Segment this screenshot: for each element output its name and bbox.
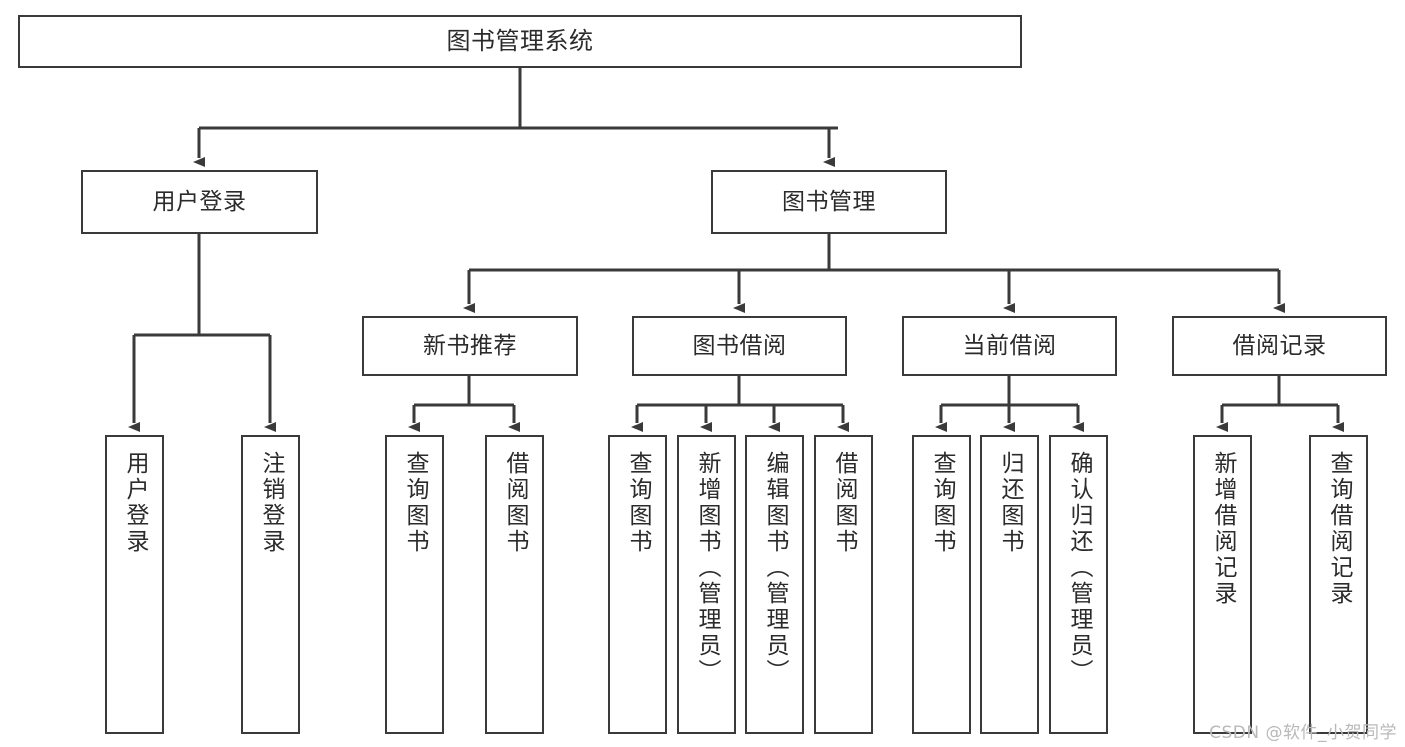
node-label: 当前借阅 <box>962 332 1057 359</box>
node-current-borrow[interactable]: 当前借阅 <box>902 316 1117 376</box>
leaf-borrow-book-recommend[interactable]: 借阅图书 <box>485 435 544 734</box>
node-label: 查询图书 <box>402 451 428 555</box>
leaf-user-login[interactable]: 用户登录 <box>105 435 164 734</box>
node-label: 编辑图书（管理员） <box>762 451 788 685</box>
node-label: 查询图书 <box>625 451 651 555</box>
node-root-system[interactable]: 图书管理系统 <box>18 15 1022 68</box>
node-label: 新书推荐 <box>423 332 517 359</box>
node-label: 图书借阅 <box>692 332 787 359</box>
leaf-query-borrow-record[interactable]: 查询借阅记录 <box>1309 435 1368 734</box>
node-book-manage[interactable]: 图书管理 <box>711 170 947 234</box>
node-label: 图书管理 <box>782 188 876 215</box>
node-label: 新增图书（管理员） <box>694 451 720 685</box>
leaf-logout-login[interactable]: 注销登录 <box>241 435 300 734</box>
node-book-borrow[interactable]: 图书借阅 <box>632 316 847 376</box>
node-label: 借阅记录 <box>1232 332 1327 359</box>
node-label: 图书管理系统 <box>446 26 594 55</box>
node-label: 查询图书 <box>929 451 955 555</box>
node-label: 确认归还（管理员） <box>1066 451 1092 685</box>
leaf-add-book-admin[interactable]: 新增图书（管理员） <box>677 435 736 734</box>
leaf-return-book[interactable]: 归还图书 <box>980 435 1039 734</box>
node-label: 新增借阅记录 <box>1210 451 1236 607</box>
node-borrow-record[interactable]: 借阅记录 <box>1172 316 1387 376</box>
node-label: 借阅图书 <box>831 451 857 555</box>
node-user-login[interactable]: 用户登录 <box>81 170 318 234</box>
node-new-book-recommend[interactable]: 新书推荐 <box>362 316 578 376</box>
leaf-query-book-current[interactable]: 查询图书 <box>912 435 971 734</box>
node-label: 用户登录 <box>152 188 247 215</box>
node-label: 查询借阅记录 <box>1326 451 1352 607</box>
node-label: 注销登录 <box>258 451 284 555</box>
node-label: 借阅图书 <box>502 451 528 555</box>
leaf-query-book-recommend[interactable]: 查询图书 <box>385 435 444 734</box>
node-label: 用户登录 <box>122 451 148 555</box>
leaf-edit-book-admin[interactable]: 编辑图书（管理员） <box>745 435 804 734</box>
leaf-borrow-book-borrow[interactable]: 借阅图书 <box>814 435 873 734</box>
leaf-add-borrow-record[interactable]: 新增借阅记录 <box>1193 435 1252 734</box>
leaf-confirm-return-admin[interactable]: 确认归还（管理员） <box>1049 435 1108 734</box>
node-label: 归还图书 <box>997 451 1023 555</box>
watermark-text: CSDN @软件_小贺同学 <box>1209 723 1397 743</box>
leaf-query-book-borrow[interactable]: 查询图书 <box>608 435 667 734</box>
